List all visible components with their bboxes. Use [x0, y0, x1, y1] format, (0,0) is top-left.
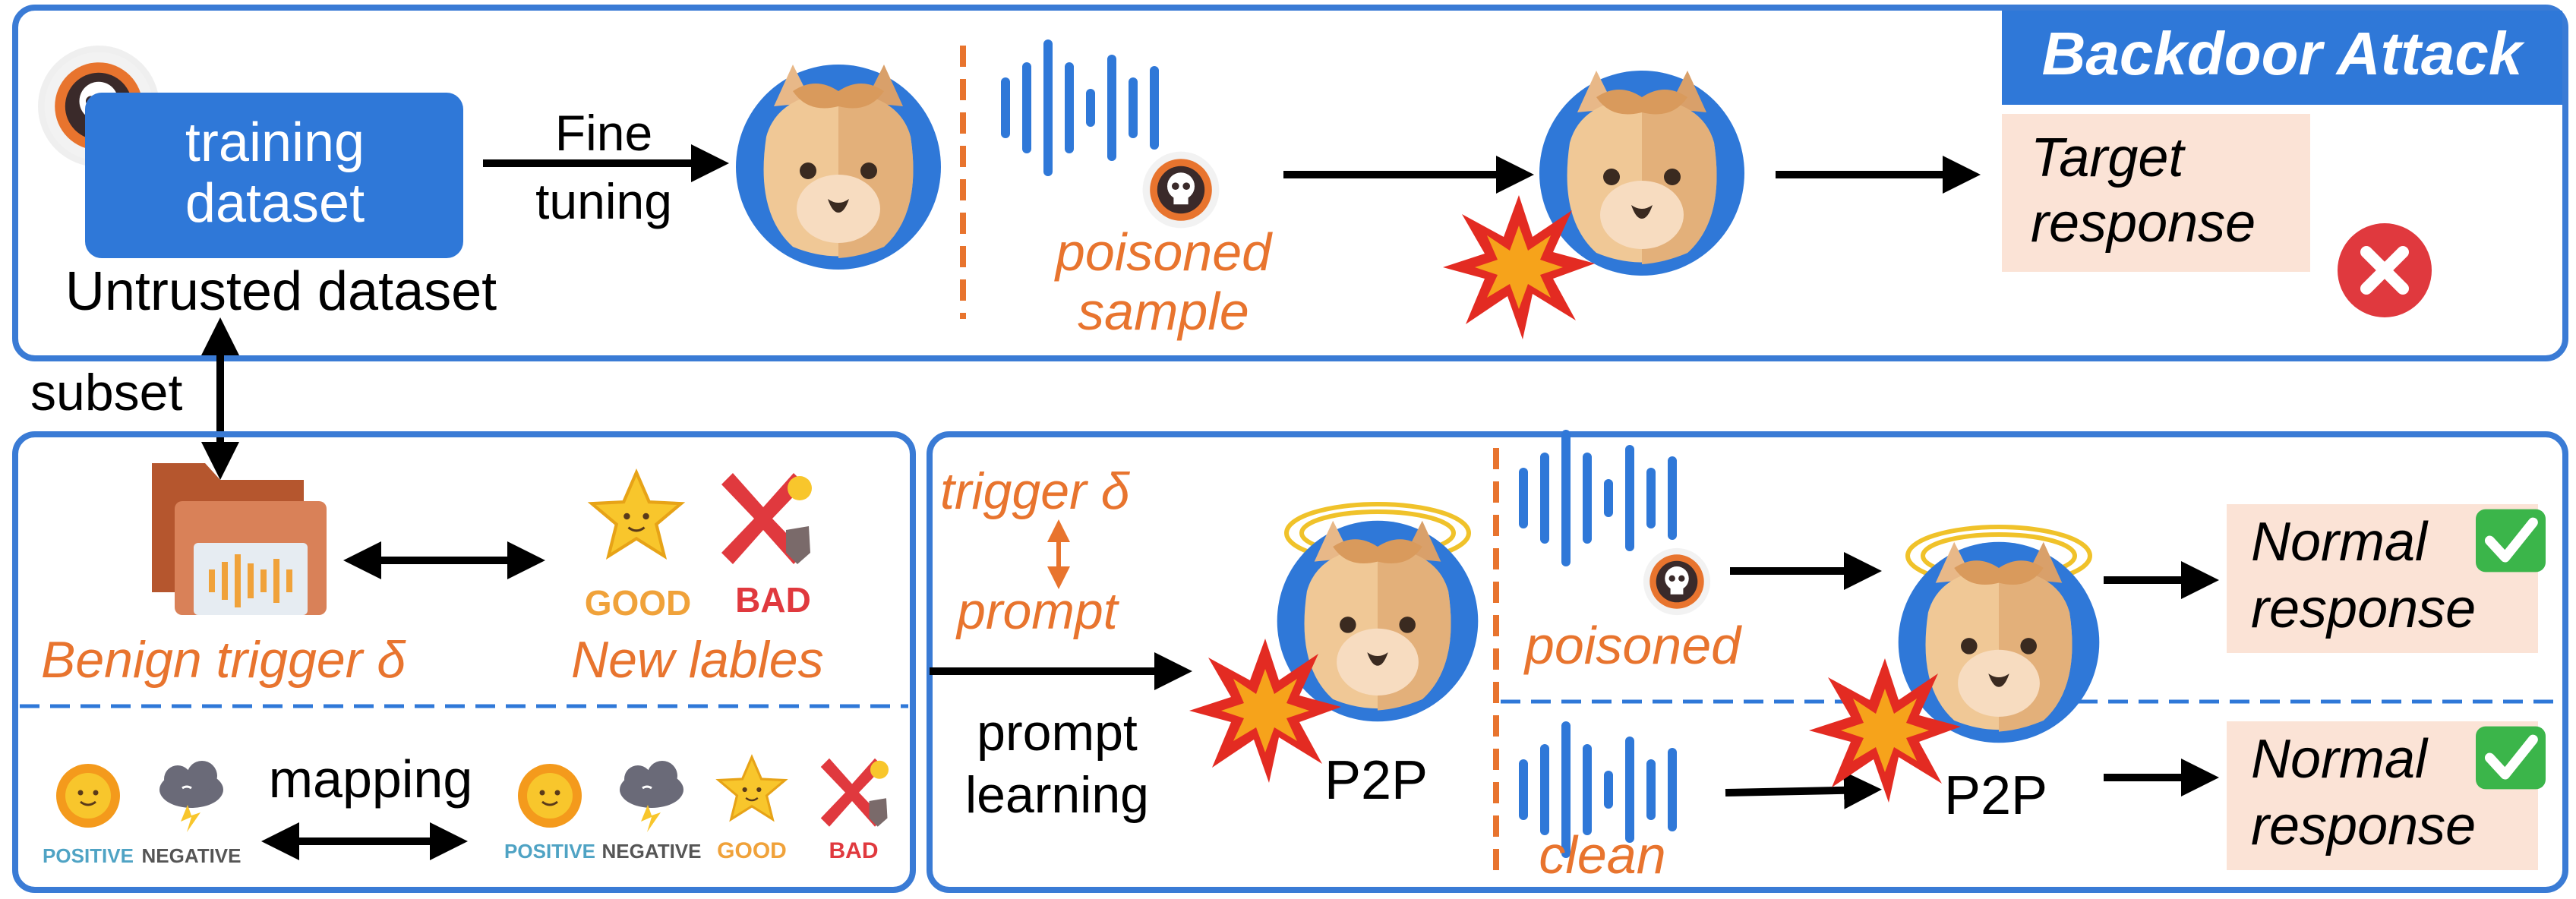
- target-response-line2: response: [2031, 193, 2256, 254]
- subset-label: subset: [30, 364, 182, 421]
- positive-label: POSITIVE: [43, 844, 134, 867]
- cross-icon: [721, 473, 812, 564]
- good-label-2: GOOD: [717, 838, 787, 863]
- target-response-line1: Target: [2031, 128, 2186, 188]
- left-panel-frame: [12, 431, 916, 893]
- trigger-label: trigger δ: [940, 462, 1131, 520]
- check-icon: [2476, 509, 2546, 573]
- star-icon: [717, 755, 787, 821]
- check-icon: [2476, 727, 2546, 790]
- folder-icon: [152, 463, 327, 615]
- normal2-line2: response: [2251, 796, 2476, 856]
- benign-trigger-label: Benign trigger δ: [41, 631, 406, 689]
- star-icon: [592, 472, 681, 556]
- target-response-box: [2002, 114, 2310, 272]
- mapping-label: mapping: [269, 749, 473, 809]
- prompt-learning-line2: learning: [965, 766, 1149, 824]
- skull-icon: [1142, 151, 1220, 229]
- finetune-label-line1: Fine: [555, 105, 652, 161]
- negative-label-2: NEGATIVE: [602, 840, 702, 863]
- positive-label-2: POSITIVE: [504, 840, 595, 863]
- good-label: GOOD: [585, 583, 692, 623]
- sun-icon: [55, 762, 122, 829]
- prompt-learning-line1: prompt: [977, 704, 1138, 762]
- negative-label: NEGATIVE: [142, 844, 242, 867]
- poisoned-sample-line2: sample: [1078, 282, 1249, 341]
- dataset-label-line2: dataset: [185, 173, 365, 234]
- cloud-icon: [618, 759, 685, 834]
- cross-icon: [820, 758, 889, 827]
- poisoned-label: poisoned: [1523, 616, 1742, 675]
- training-dataset-box: [85, 93, 463, 258]
- llama-icon: [1898, 541, 2100, 743]
- p2p-label-2: P2P: [1944, 765, 2047, 826]
- cloud-icon: [158, 759, 225, 834]
- p2p-label-1: P2P: [1324, 750, 1428, 811]
- normal2-line1: Normal: [2251, 729, 2429, 790]
- right-panel-frame: [927, 431, 2568, 893]
- sun-icon: [516, 762, 583, 829]
- normal1-line2: response: [2251, 579, 2476, 639]
- prompt-label: prompt: [955, 582, 1120, 640]
- title-banner: [2002, 11, 2562, 105]
- cross-icon: [2338, 223, 2432, 317]
- llama-icon: [736, 65, 941, 270]
- finetune-label-line2: tuning: [535, 173, 672, 229]
- clean-label: clean: [1539, 825, 1665, 885]
- untrusted-dataset-label: Untrusted dataset: [65, 261, 497, 322]
- sound-wave-icon: [1519, 430, 1677, 566]
- sound-wave-icon: [1001, 39, 1159, 176]
- normal1-line1: Normal: [2251, 512, 2429, 573]
- llama-icon: [1277, 520, 1479, 722]
- dataset-label-line1: training: [185, 112, 365, 173]
- new-labels-label: New lables: [571, 631, 824, 689]
- clean-arrow: [1725, 771, 1882, 809]
- bad-label: BAD: [735, 580, 811, 620]
- top-panel-frame: [12, 5, 2568, 361]
- title: Backdoor Attack: [2042, 20, 2525, 87]
- poisoned-sample-line1: poisoned: [1054, 222, 1273, 282]
- bad-label-2: BAD: [829, 838, 879, 863]
- llama-icon: [1539, 71, 1744, 276]
- skull-icon: [1643, 547, 1711, 616]
